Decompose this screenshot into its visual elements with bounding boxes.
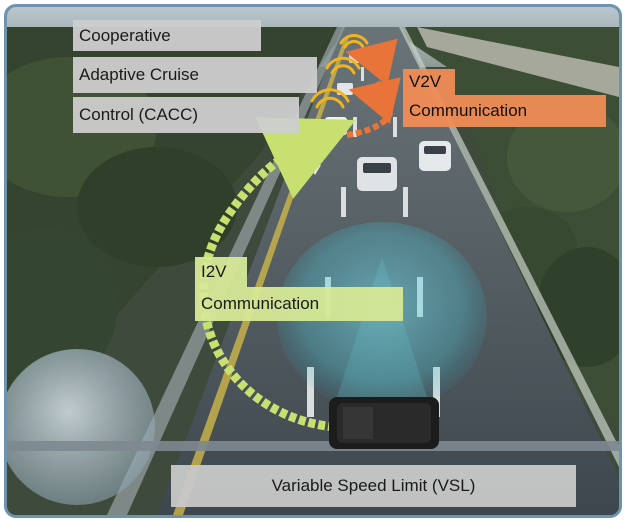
i2v-label-line2: Communication: [195, 287, 403, 321]
side-mirror: [7, 349, 155, 505]
i2v-label-line1: I2V: [195, 257, 247, 287]
cacc-label-line3: Control (CACC): [73, 97, 299, 133]
v2v-label-line1: V2V: [403, 69, 455, 95]
v2v-label-line2: Communication: [403, 95, 606, 127]
photo-frame: Cooperative Adaptive Cruise Control (CAC…: [4, 4, 622, 518]
vsl-device-icon: [329, 397, 439, 449]
i2v-arrow: [198, 117, 356, 432]
v2v-arrows: [345, 38, 401, 138]
cacc-label-line1: Cooperative: [73, 20, 261, 51]
vsl-label: Variable Speed Limit (VSL): [171, 465, 576, 507]
cacc-label-line2: Adaptive Cruise: [73, 57, 317, 93]
